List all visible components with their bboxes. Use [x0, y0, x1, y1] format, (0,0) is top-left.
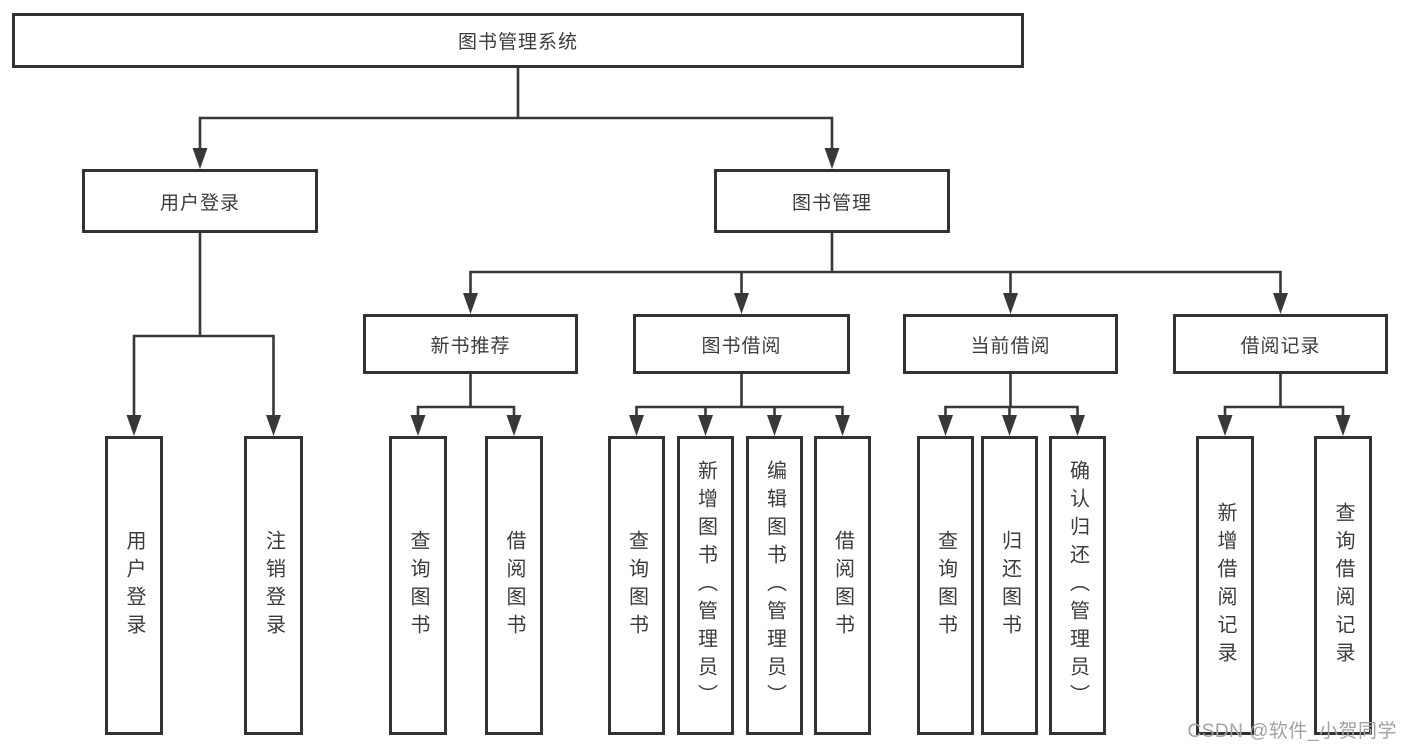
node-label-nr-query: 查询图书: [407, 529, 429, 642]
node-ul-logout: 注销登录: [244, 436, 303, 735]
arrowhead-down-icon: [126, 415, 142, 436]
node-label-bb-borrow: 借阅图书: [831, 529, 854, 642]
node-label-bb-query: 查询图书: [625, 529, 648, 642]
arrowhead-down-icon: [824, 148, 840, 169]
node-borrow-records: 借阅记录: [1173, 314, 1388, 374]
node-cb-confirm: 确认归还（管理员）: [1049, 436, 1106, 735]
node-label-user-login: 用户登录: [159, 192, 240, 214]
node-bb-edit: 编辑图书（管理员）: [746, 436, 803, 735]
node-root: 图书管理系统: [12, 13, 1024, 68]
arrowhead-down-icon: [506, 415, 522, 436]
node-label-root: 图书管理系统: [457, 32, 578, 53]
arrowhead-down-icon: [266, 415, 281, 436]
arrowhead-down-icon: [938, 415, 953, 436]
arrowhead-down-icon: [1273, 293, 1288, 314]
node-label-cb-confirm: 确认归还（管理员）: [1066, 459, 1089, 712]
arrowhead-down-icon: [463, 293, 478, 314]
node-label-borrow-records: 借阅记录: [1240, 335, 1321, 357]
arrowhead-down-icon: [1335, 415, 1351, 436]
arrowhead-down-icon: [629, 415, 644, 436]
watermark: CSDN @软件_小贺同学: [1187, 721, 1397, 742]
arrowhead-down-icon: [192, 148, 208, 169]
node-book-mgmt: 图书管理: [714, 169, 950, 233]
arrowhead-down-icon: [734, 293, 749, 314]
node-bb-query: 查询图书: [608, 436, 665, 735]
node-label-book-borrow: 图书借阅: [701, 335, 782, 357]
arrowhead-down-icon: [1070, 415, 1085, 436]
node-nr-query: 查询图书: [389, 436, 447, 735]
node-label-cb-query: 查询图书: [934, 529, 957, 642]
node-label-nr-borrow: 借阅图书: [503, 529, 525, 642]
node-label-new-rec: 新书推荐: [430, 335, 511, 357]
node-cb-query: 查询图书: [917, 436, 974, 735]
node-label-br-query: 查询借阅记录: [1332, 501, 1354, 670]
node-bb-borrow: 借阅图书: [814, 436, 871, 735]
arrowhead-down-icon: [835, 415, 850, 436]
node-nr-borrow: 借阅图书: [485, 436, 543, 735]
node-br-query: 查询借阅记录: [1314, 436, 1372, 735]
node-ul-login: 用户登录: [105, 436, 163, 735]
node-current-borrow: 当前借阅: [903, 314, 1118, 374]
arrowhead-down-icon: [698, 415, 713, 436]
arrowhead-down-icon: [1003, 293, 1018, 314]
node-label-current-borrow: 当前借阅: [970, 335, 1051, 357]
node-label-ul-login: 用户登录: [123, 529, 145, 642]
arrowhead-down-icon: [767, 415, 782, 436]
node-book-borrow: 图书借阅: [633, 314, 850, 374]
node-cb-return: 归还图书: [981, 436, 1038, 735]
node-user-login: 用户登录: [82, 169, 318, 233]
node-new-rec: 新书推荐: [363, 314, 578, 374]
node-br-add: 新增借阅记录: [1196, 436, 1254, 735]
node-label-br-add: 新增借阅记录: [1214, 501, 1236, 670]
node-label-book-mgmt: 图书管理: [791, 192, 872, 214]
node-label-cb-return: 归还图书: [998, 529, 1021, 642]
arrowhead-down-icon: [410, 415, 426, 436]
connector-path: [132, 66, 1345, 420]
arrowhead-down-icon: [1002, 415, 1017, 436]
arrowhead-down-icon: [1217, 415, 1233, 436]
node-bb-add: 新增图书（管理员）: [677, 436, 734, 735]
node-label-ul-logout: 注销登录: [262, 529, 285, 642]
node-label-bb-add: 新增图书（管理员）: [694, 459, 717, 712]
node-label-bb-edit: 编辑图书（管理员）: [763, 459, 786, 712]
